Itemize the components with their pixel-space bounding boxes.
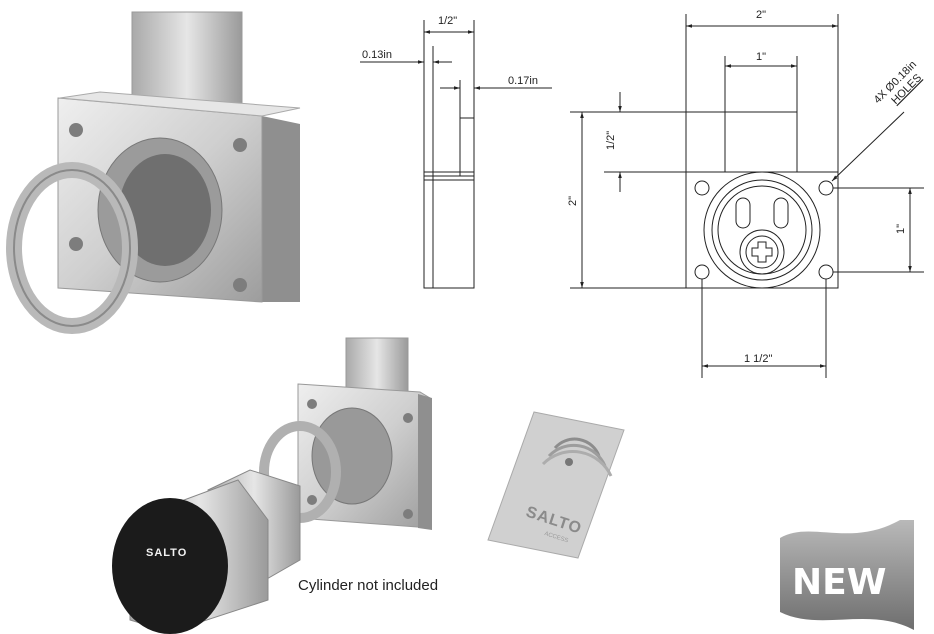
new-badge: NEW — [780, 520, 914, 630]
lock-bolt — [131, 11, 243, 111]
mount-hole-tl — [694, 180, 710, 196]
mount-hole-bl — [694, 264, 710, 280]
front-dim-height: 2" — [567, 196, 579, 206]
front-dim-bolt-width: 1" — [756, 51, 766, 63]
lock-photo — [6, 11, 301, 334]
side-dim-width: 1/2" — [438, 15, 457, 27]
mount-hole-tr — [818, 180, 834, 196]
access-card: SALTO ACCESS — [487, 411, 625, 559]
side-bolt — [459, 117, 475, 177]
side-dim-bolt: 0.17in — [508, 75, 538, 87]
lock-body-side — [262, 116, 300, 302]
cylinder-brand: SALTO — [146, 547, 187, 559]
front-cylinder-outer — [703, 171, 821, 289]
mount-hole-br — [818, 264, 834, 280]
side-view-drawing — [360, 20, 552, 289]
front-dim-hole-vertical: 1" — [895, 224, 907, 234]
front-bolt — [724, 111, 798, 173]
lock-with-cylinder-photo: SALTO — [112, 337, 432, 634]
front-view-drawing — [570, 14, 924, 378]
side-dim-plate: 0.13in — [362, 49, 392, 61]
caption-cylinder-not-included: Cylinder not included — [298, 577, 438, 594]
cylinder-face — [112, 498, 228, 634]
new-badge-label: NEW — [792, 562, 886, 603]
front-dim-bolt-height: 1/2" — [605, 131, 617, 150]
side-body — [423, 175, 475, 289]
front-dim-width: 2" — [756, 9, 766, 21]
front-dim-hole-horizontal: 1 1/2" — [744, 353, 772, 365]
